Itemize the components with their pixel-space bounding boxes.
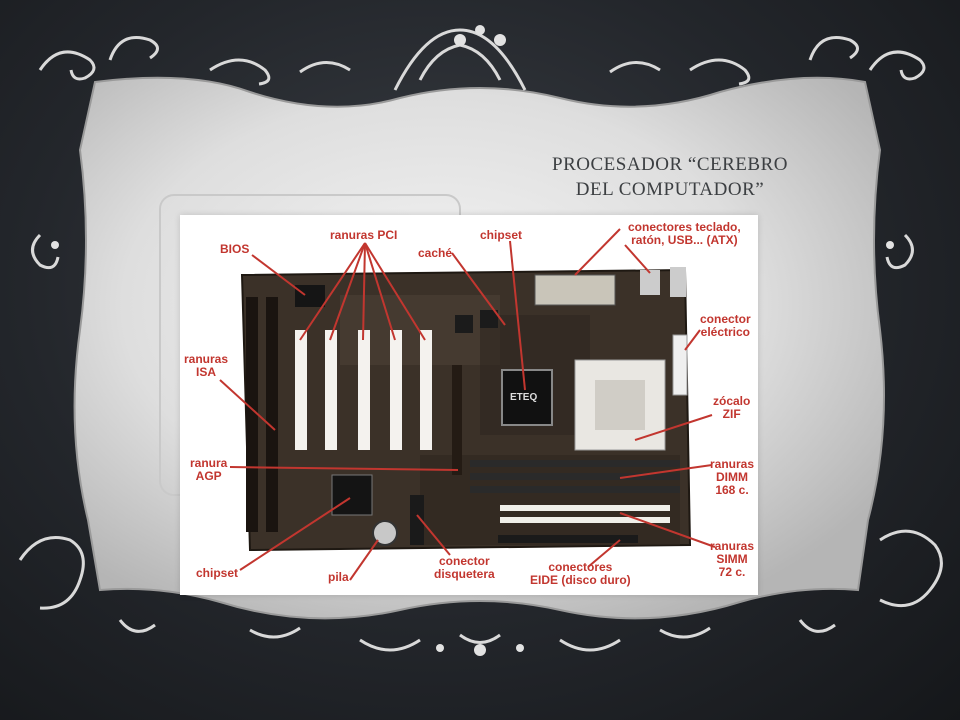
title-line-1: PROCESADOR “CEREBRO [552, 154, 788, 175]
power-connector [672, 334, 688, 396]
label-ranuras-dimm: ranuras DIMM 168 c. [710, 457, 755, 497]
motherboard-illustration: ETEQ [219, 228, 716, 581]
ornament-dots [51, 25, 894, 656]
label-ranuras-simm: ranuras SIMM 72 c. [710, 539, 755, 579]
title-line-2: DEL COMPUTADOR” [575, 179, 765, 200]
label-ranuras-isa: ranuras ISA [184, 352, 229, 379]
label-conectores-eide: conectores EIDE (disco duro) [530, 560, 631, 587]
isa-slot [246, 297, 258, 532]
pci-slot [390, 330, 402, 450]
battery [372, 520, 398, 546]
isa-slot [266, 297, 278, 532]
chipset-chip [501, 369, 553, 426]
label-chipset-bottom: chipset [196, 566, 239, 580]
label-zocalo-zif: zócalo ZIF [713, 394, 751, 421]
pci-slot [325, 330, 337, 450]
pci-slot [420, 330, 432, 450]
dimm-slot [470, 473, 680, 480]
label-bios: BIOS [220, 242, 250, 256]
chip-text: ETEQ [510, 392, 537, 403]
label-conector-electrico: conector eléctrico [700, 312, 751, 339]
simm-slot [500, 505, 670, 511]
label-chipset-top: chipset [480, 228, 523, 242]
label-pila: pila [328, 570, 349, 584]
simm-slot [500, 517, 670, 523]
label-cache: caché [418, 246, 453, 260]
slide-title: PROCESADOR “CEREBRO DEL COMPUTADOR” [505, 152, 835, 202]
io-connector [534, 274, 616, 306]
label-conectores-teclado: conectores teclado, ratón, USB... (ATX) [628, 220, 741, 247]
label-ranura-agp: ranura AGP [190, 456, 228, 483]
callout-lines [219, 228, 716, 581]
dimm-slot [470, 460, 680, 467]
pci-slot [295, 330, 307, 450]
label-ranuras-pci: ranuras PCI [330, 228, 398, 242]
pci-slot [358, 330, 370, 450]
label-conector-disquetera: conector disquetera [434, 554, 495, 581]
agp-slot [452, 365, 462, 475]
dimm-slot [470, 486, 680, 493]
motherboard-figure: ETEQ [180, 215, 758, 595]
scroll-ornaments [18, 28, 943, 652]
